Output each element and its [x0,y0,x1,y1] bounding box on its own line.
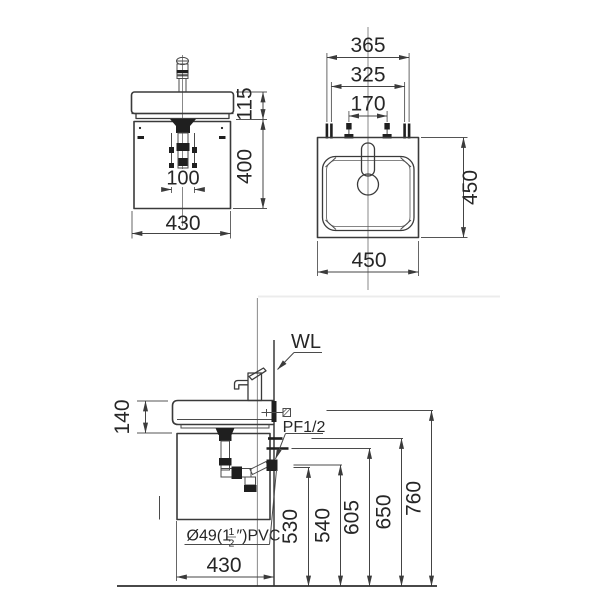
dim-top-width: 450 [351,249,386,272]
mounting-bolt-left [344,123,354,139]
spout-circle [356,173,380,196]
side-view: WL 140 [111,298,437,587]
wall-drain-fitting [266,459,278,471]
top-view: 365 325 170 [258,27,500,298]
dim-height-650: 650 [373,494,396,529]
dim-drain-spacing: 100 [166,168,199,190]
dim-height-530: 530 [279,509,302,544]
dim-cabinet-height: 400 [234,149,257,184]
faucet-top-view [360,142,376,177]
mounting-bolt-right [382,123,392,139]
drain-label: Ø49(1 1 2 ″)PVC [184,469,281,550]
svg-text:1: 1 [229,526,235,538]
svg-text:Ø49(1: Ø49(1 [187,528,232,545]
dim-basin-height: 115 [234,87,257,120]
p-trap [215,428,278,492]
dim-tap-hole-spacing: 170 [350,93,385,116]
dim-height-760: 760 [403,481,426,516]
svg-text:2: 2 [229,538,235,550]
dim-overall-width: 365 [350,34,385,57]
faucet-lever-side [248,367,267,381]
svg-text:″)PVC: ″)PVC [237,528,281,545]
door-handle-right [219,136,226,139]
bowl-outline [321,155,415,232]
faucet-spout-side [233,379,248,390]
wall-bracket [271,401,277,422]
wall-line-label: WL [291,331,321,353]
dim-depth: 450 [459,170,482,205]
dim-front-width: 430 [165,212,200,235]
door-handle-left [137,136,144,139]
basin-top-outline [316,136,420,239]
dim-height-605: 605 [341,500,364,535]
drain-flange-front [170,119,196,126]
dim-tap-hole-outer: 325 [350,64,385,87]
dim-apron-height: 140 [111,399,134,434]
basin-side [171,399,274,426]
front-view: 100 115 400 430 [130,55,267,239]
dim-height-540: 540 [312,508,335,543]
dim-side-depth: 430 [206,554,241,577]
supply-label: PF1/2 [283,419,326,436]
